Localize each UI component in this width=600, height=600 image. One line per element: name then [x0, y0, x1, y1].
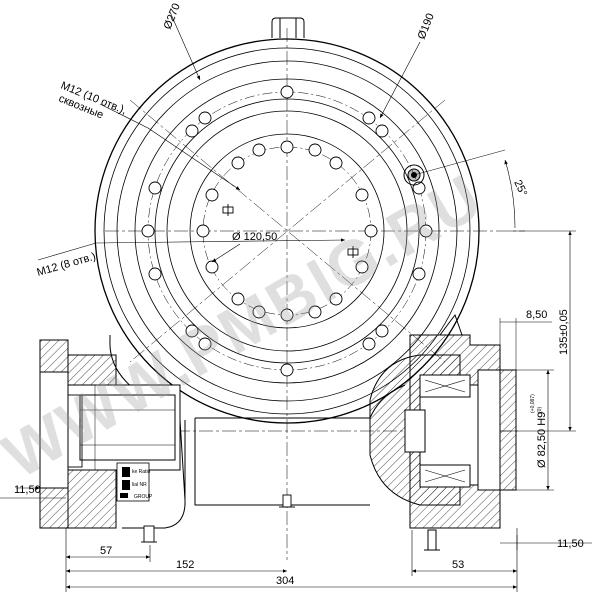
- dim-53: 53: [452, 559, 464, 571]
- dim-d120: Ø 120,50: [232, 231, 277, 243]
- dim-bore-tol-lower: (0): [537, 407, 543, 413]
- dim-bore: Ø 82,50 H9: [536, 412, 548, 468]
- left-end-cover: [39, 339, 181, 529]
- nameplate: ke Ratio lial NR GROUP: [116, 462, 153, 502]
- dim-8-50: 8,50: [526, 309, 547, 321]
- dim-57: 57: [100, 545, 112, 557]
- left-hub: [67, 385, 96, 470]
- right-worm-section: [369, 334, 517, 551]
- nameplate-brand: GROUP: [134, 494, 153, 500]
- grease-plug-bottom-left: [141, 525, 157, 543]
- nameplate-line1: ke Ratio: [132, 469, 151, 475]
- dimension-labels: Ø270 Ø190 Ø 120,50 25° M12 (10 отв.), ск…: [14, 2, 584, 587]
- dim-d270: Ø270: [162, 2, 183, 31]
- nameplate-line2: lial NR: [132, 482, 147, 488]
- dim-d190: Ø190: [416, 12, 437, 41]
- dimension-lines: [0, 11, 592, 592]
- dim-11-50-right: 11,50: [557, 538, 584, 550]
- inner-bolt-holes: [196, 140, 378, 322]
- dim-152: 152: [176, 559, 194, 571]
- set-screw-icons: [222, 204, 359, 258]
- outer-bolt-holes: [141, 85, 433, 377]
- top-boss: [271, 17, 305, 38]
- dim-m12-8: M12 (8 отв.): [36, 251, 98, 279]
- dim-angle25: 25°: [511, 178, 529, 198]
- dim-11-50-left: 11,50: [14, 484, 41, 496]
- dim-135: 135±0,05: [558, 309, 570, 355]
- dim-304: 304: [276, 575, 294, 587]
- drain-plug: [279, 494, 295, 508]
- dim-bore-tol-upper: (+0,087): [530, 394, 536, 413]
